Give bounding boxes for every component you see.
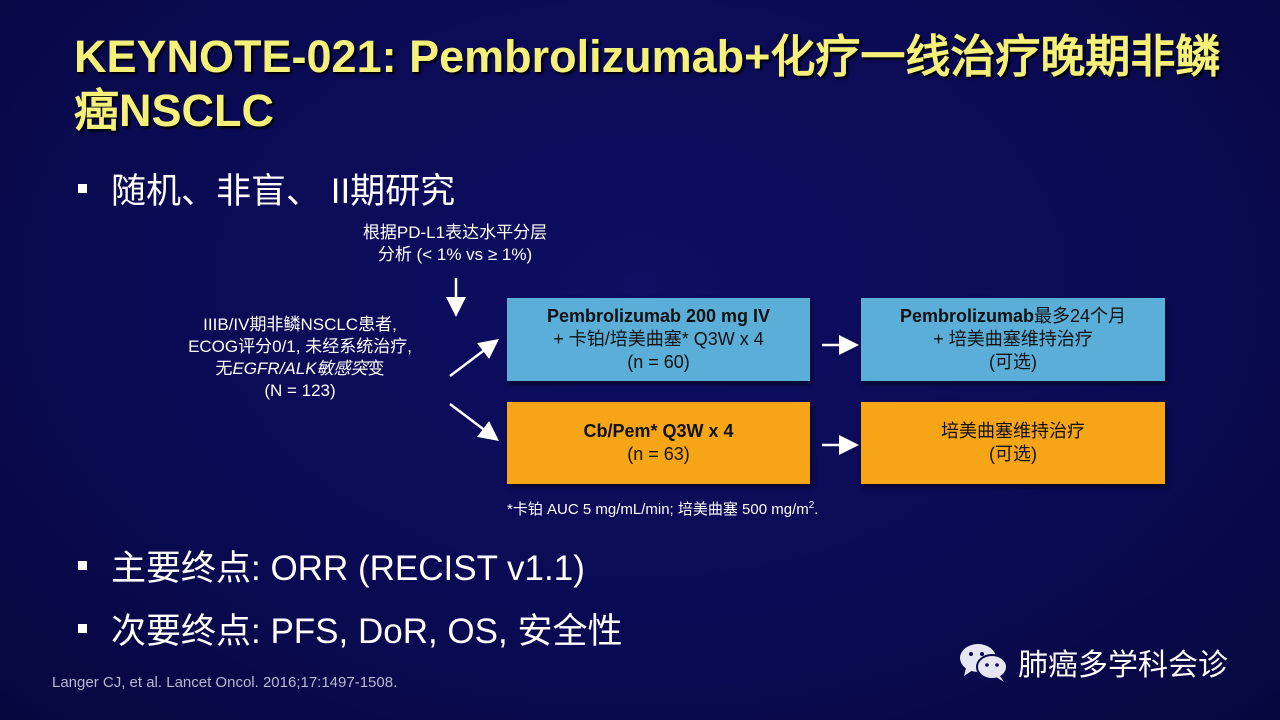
arm-a-line3: (n = 60) xyxy=(627,352,690,372)
pop-line3-prefix: 无 xyxy=(215,359,233,378)
bullet-text: 次要终点: PFS, DoR, OS, 安全性 xyxy=(111,612,623,651)
bullet-secondary-endpoints: 次要终点: PFS, DoR, OS, 安全性 xyxy=(78,603,622,654)
strat-line1: 根据PD-L1表达水平分层 xyxy=(362,223,548,242)
strat-line2: 分析 (< 1% vs ≥ 1%) xyxy=(377,245,533,264)
arm-a-box: Pembrolizumab 200 mg IV + 卡铂/培美曲塞* Q3W x… xyxy=(507,298,810,381)
reference-citation: Langer CJ, et al. Lancet Oncol. 2016;17:… xyxy=(52,674,398,691)
arm-b-line1: Cb/Pem* Q3W x 4 xyxy=(583,421,734,441)
bullet-text: 主要终点: ORR (RECIST v1.1) xyxy=(111,549,585,588)
pop-line3-suffix: 变 xyxy=(367,359,385,378)
arm-a-line2: + 卡铂/培美曲塞* Q3W x 4 xyxy=(553,329,764,349)
bullet-study-design: 随机、非盲、 II期研究 xyxy=(78,163,455,214)
wechat-icon xyxy=(960,644,1008,682)
bullet-marker xyxy=(78,561,87,570)
bullet-text: 随机、非盲、 II期研究 xyxy=(111,172,456,211)
bullet-primary-endpoint: 主要终点: ORR (RECIST v1.1) xyxy=(78,540,585,591)
bullet-marker xyxy=(78,184,87,193)
arm-b-line2: (n = 63) xyxy=(627,444,690,464)
footnote-end: . xyxy=(814,501,819,518)
arrow-arm-b xyxy=(449,403,499,442)
pop-line3-italic: EGFR/ALK敏感突 xyxy=(232,359,368,378)
pop-line3: 无EGFR/ALK敏感突变 xyxy=(150,358,450,380)
arm-a-line1: Pembrolizumab 200 mg IV xyxy=(546,306,771,326)
arm-a-maint-line1: Pembrolizumab最多24个月 xyxy=(900,305,1126,328)
footnote-text: *卡铂 AUC 5 mg/mL/min; 培美曲塞 500 mg/m xyxy=(507,501,809,518)
arm-b-box: Cb/Pem* Q3W x 4 (n = 63) xyxy=(507,402,810,484)
pop-line4: (N = 123) xyxy=(264,381,336,400)
watermark: 肺癌多学科会诊 xyxy=(958,640,1228,684)
arm-a-maint-line3: (可选) xyxy=(989,352,1037,372)
arm-a-maint-rest: 最多24个月 xyxy=(1034,306,1127,326)
arm-b-maint-line2: (可选) xyxy=(989,444,1037,464)
dosing-footnote: *卡铂 AUC 5 mg/mL/min; 培美曲塞 500 mg/m2. xyxy=(507,498,818,519)
arrow-arm-a xyxy=(449,338,499,377)
watermark-text: 肺癌多学科会诊 xyxy=(1018,649,1228,682)
pop-line2: ECOG评分0/1, 未经系统治疗, xyxy=(188,337,412,356)
arm-b-maint-line1: 培美曲塞维持治疗 xyxy=(941,421,1085,441)
arm-a-maint-bold: Pembrolizumab xyxy=(899,306,1034,326)
stratification-note: 根据PD-L1表达水平分层 分析 (< 1% vs ≥ 1%) xyxy=(330,222,580,266)
footnote-sup: 2 xyxy=(808,500,815,511)
population-description: IIIB/IV期非鳞NSCLC患者, ECOG评分0/1, 未经系统治疗, 无E… xyxy=(150,314,450,402)
arm-a-maintenance-box: Pembrolizumab最多24个月 + 培美曲塞维持治疗 (可选) xyxy=(861,298,1165,381)
bullet-marker xyxy=(78,624,87,633)
arm-b-maintenance-box: 培美曲塞维持治疗 (可选) xyxy=(861,402,1165,484)
slide-title: KEYNOTE-021: Pembrolizumab+化疗一线治疗晚期非鳞癌NS… xyxy=(74,31,1221,136)
pop-line1: IIIB/IV期非鳞NSCLC患者, xyxy=(203,315,397,334)
arm-a-maint-line2: + 培美曲塞维持治疗 xyxy=(933,329,1093,349)
